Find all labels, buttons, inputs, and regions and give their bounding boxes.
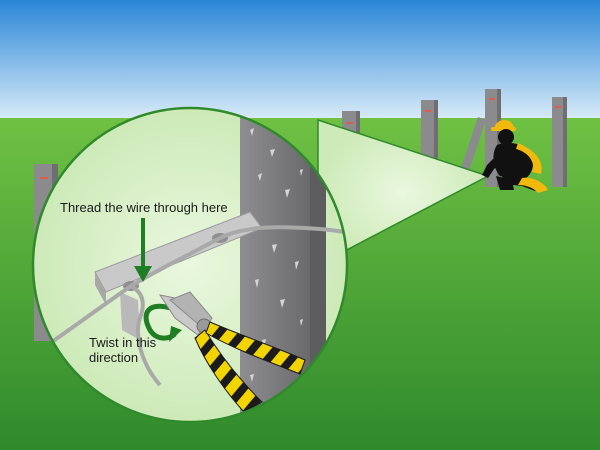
down-arrow-icon (134, 218, 152, 282)
fence-wire (38, 225, 346, 352)
detail-callout (31, 106, 349, 424)
sky (0, 0, 600, 130)
concrete-post (552, 97, 567, 187)
worker-figure (482, 119, 548, 193)
twist-direction-arrow-icon (143, 303, 177, 341)
pliers-icon (158, 291, 306, 413)
twist-label-line1: Twist in this (89, 335, 157, 350)
thread-wire-label: Thread the wire through here (60, 200, 228, 215)
twist-label-line2: direction (89, 350, 138, 365)
